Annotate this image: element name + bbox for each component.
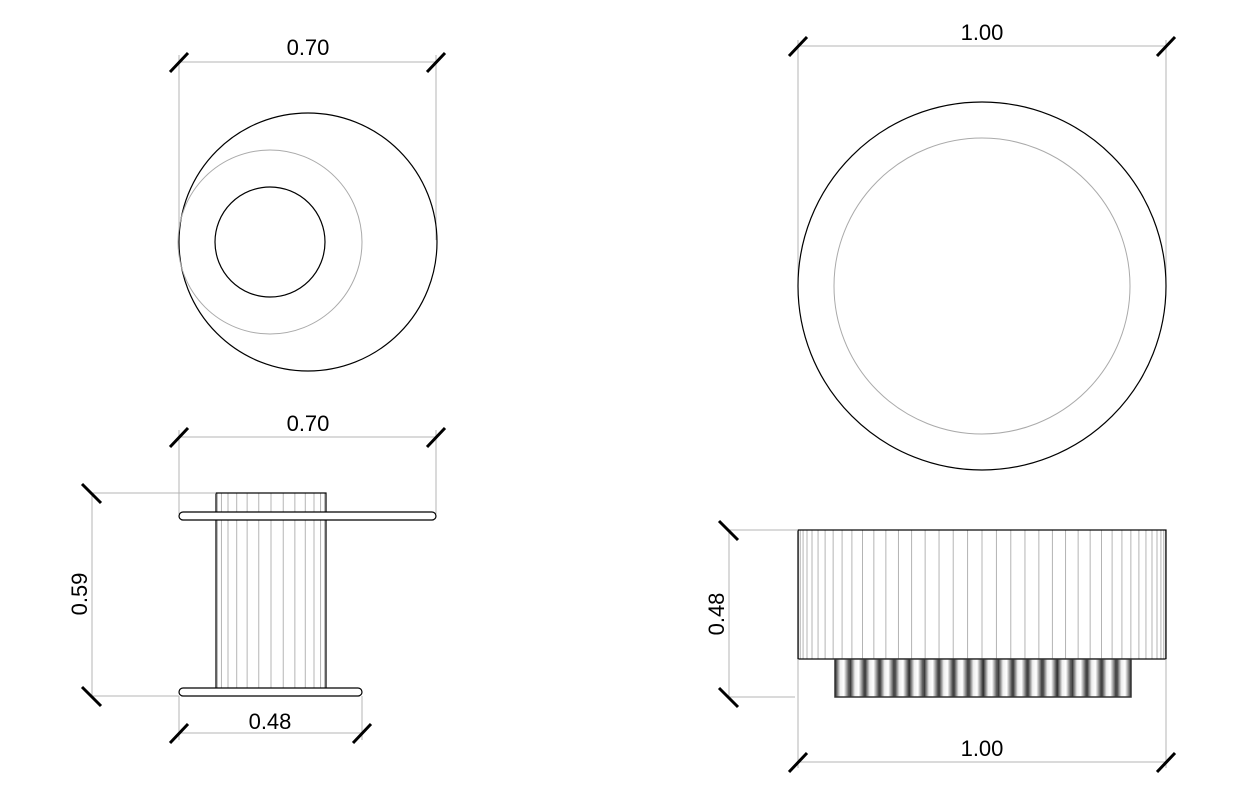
base-rib: [938, 659, 954, 697]
base-rib: [968, 659, 983, 697]
base-ribs: [835, 659, 1131, 697]
dimension-tick: [787, 751, 809, 774]
dimension-tick: [168, 426, 190, 449]
bottom-flange: [178, 687, 363, 697]
right-side-view: 0.48 1.00: [704, 519, 1177, 774]
base-rib: [997, 659, 1013, 697]
dimension-label: 1.00: [961, 20, 1004, 45]
base-rib: [1071, 659, 1087, 697]
base-rib: [923, 659, 939, 697]
left-top-view: 0.70: [168, 35, 447, 372]
dimension-tick: [1155, 35, 1177, 58]
top-flange: [178, 511, 437, 521]
dimension-tick: [787, 35, 809, 58]
dimension-tick: [168, 51, 190, 74]
dimension-tick: [717, 686, 740, 709]
base-rib: [864, 659, 880, 697]
dimension-label: 0.48: [249, 709, 292, 734]
base-rib: [953, 659, 969, 697]
base-circle: [177, 149, 363, 335]
dimension-tick: [425, 426, 447, 449]
dimension-tick: [80, 482, 103, 505]
dimension-label: 0.48: [704, 593, 729, 636]
base-rib: [1027, 659, 1043, 697]
column-circle: [214, 186, 326, 298]
dimension-tick: [351, 722, 373, 745]
dimension-tick: [80, 685, 103, 708]
base-rib: [849, 659, 865, 697]
outer-circle: [797, 101, 1167, 471]
base-rib: [835, 659, 850, 697]
base-rib: [1042, 659, 1057, 697]
dimension-label: 1.00: [961, 736, 1004, 761]
base-rib: [1086, 659, 1102, 697]
base-rib: [1101, 659, 1117, 697]
base-rib: [983, 659, 998, 697]
base-rib: [909, 659, 924, 697]
dimension-tick: [1155, 751, 1177, 774]
column-ribs: [216, 493, 326, 692]
base-rib: [894, 659, 909, 697]
body-ribs: [798, 530, 1166, 659]
outer-flange-circle: [178, 112, 438, 372]
right-top-view: 1.00: [787, 20, 1177, 471]
base-rib: [1012, 659, 1028, 697]
base-rib: [1057, 659, 1072, 697]
dimension-label: 0.70: [287, 411, 330, 436]
left-side-view: 0.70 0.59 0.48: [67, 411, 447, 745]
base-rib: [1116, 659, 1131, 697]
inner-circle: [833, 137, 1131, 435]
dimension-label: 0.70: [287, 35, 330, 60]
base-body: [834, 658, 1132, 698]
dimension-tick: [168, 722, 190, 745]
base-rib: [879, 659, 895, 697]
dimension-tick: [425, 51, 447, 74]
dimension-label: 0.59: [67, 573, 92, 616]
dimension-tick: [717, 519, 740, 542]
